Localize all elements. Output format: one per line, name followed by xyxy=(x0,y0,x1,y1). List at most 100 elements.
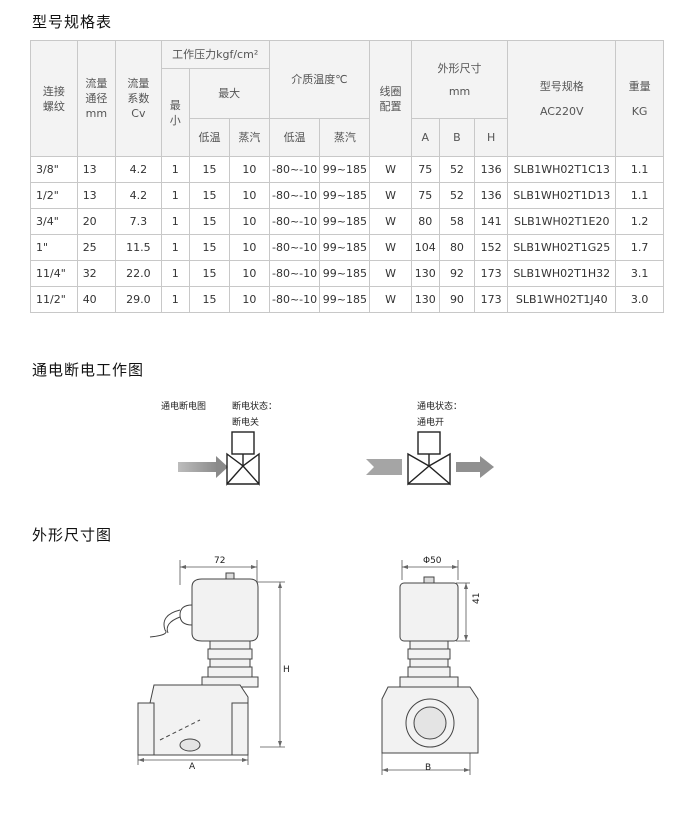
table-cell: -80~-10 xyxy=(268,208,321,235)
working-diagram-title: 通电断电工作图 xyxy=(32,361,145,379)
table-cell: 32 xyxy=(76,260,117,287)
table-cell: 3/8" xyxy=(30,156,78,183)
side-solenoid-icon xyxy=(399,576,459,688)
side-view-drawing xyxy=(381,560,479,775)
table-cell: 15 xyxy=(188,156,231,183)
side-body-icon xyxy=(381,686,479,754)
table-cell: 1.7 xyxy=(615,234,664,261)
solenoid-coil-icon xyxy=(231,431,255,466)
base-label-a: A xyxy=(189,762,196,772)
table-cell: 80 xyxy=(410,208,440,235)
table-cell: 1 xyxy=(160,182,190,209)
table-cell: 99~185 xyxy=(319,234,371,261)
table-cell: 10 xyxy=(229,234,270,261)
table-cell: 7.3 xyxy=(115,208,162,235)
off-caption: 通电断电图 xyxy=(161,402,207,412)
table-cell: 173 xyxy=(474,286,509,313)
table-cell: 92 xyxy=(438,260,476,287)
side-height-label: 41 xyxy=(472,592,482,604)
header-dim-a: A xyxy=(410,118,440,157)
on-state-label: 通电状态： xyxy=(417,402,463,412)
table-cell: 1.1 xyxy=(615,182,664,209)
table-cell: W xyxy=(369,182,412,209)
table-cell: -80~-10 xyxy=(268,182,321,209)
table-cell: 1 xyxy=(160,260,190,287)
table-cell: 15 xyxy=(188,286,231,313)
header-coil: 线圈配置 xyxy=(369,40,412,157)
table-cell: -80~-10 xyxy=(268,286,321,313)
valve-on-diagram xyxy=(366,431,494,486)
table-cell: 90 xyxy=(438,286,476,313)
front-solenoid-icon xyxy=(149,572,259,688)
table-cell: 13 xyxy=(76,156,117,183)
table-cell: 99~185 xyxy=(319,286,371,313)
header-pressure-low: 低温 xyxy=(188,118,231,157)
front-body-icon xyxy=(137,684,249,756)
off-state-label: 断电状态： xyxy=(232,402,278,412)
dimensions-title: 外形尺寸图 xyxy=(32,526,113,544)
on-state-value: 通电开 xyxy=(417,418,445,428)
table-cell: 1 xyxy=(160,156,190,183)
table-cell: 104 xyxy=(410,234,440,261)
table-cell: -80~-10 xyxy=(268,156,321,183)
header-dim-h: H xyxy=(474,118,509,157)
table-cell: 11/2" xyxy=(30,286,78,313)
table-cell: 1.2 xyxy=(615,208,664,235)
table-cell: 52 xyxy=(438,156,476,183)
table-cell: -80~-10 xyxy=(268,260,321,287)
table-cell: SLB1WH02T1H32 xyxy=(507,260,617,287)
table-cell: -80~-10 xyxy=(268,234,321,261)
spec-table-title: 型号规格表 xyxy=(32,13,113,31)
side-dia-label: Φ50 xyxy=(423,556,442,566)
table-cell: 136 xyxy=(474,182,509,209)
table-cell: 99~185 xyxy=(319,260,371,287)
valve-body-icon xyxy=(407,452,451,486)
table-cell: 1" xyxy=(30,234,78,261)
header-pressure: 工作压力kgf/cm² xyxy=(160,40,270,69)
table-cell: 10 xyxy=(229,286,270,313)
table-cell: SLB1WH02T1G25 xyxy=(507,234,617,261)
table-cell: 1.1 xyxy=(615,156,664,183)
front-width-label: 72 xyxy=(214,556,226,566)
solenoid-coil-icon xyxy=(417,431,441,466)
table-cell: 141 xyxy=(474,208,509,235)
table-cell: 1/2" xyxy=(30,182,78,209)
table-cell: 4.2 xyxy=(115,156,162,183)
table-cell: 10 xyxy=(229,260,270,287)
height-label: H xyxy=(283,665,290,675)
table-cell: 52 xyxy=(438,182,476,209)
table-cell: 11.5 xyxy=(115,234,162,261)
flow-arrow-in xyxy=(178,456,228,478)
table-cell: SLB1WH02T1D13 xyxy=(507,182,617,209)
header-pressure-max: 最大 xyxy=(188,68,270,119)
table-cell: 22.0 xyxy=(115,260,162,287)
table-cell: 10 xyxy=(229,156,270,183)
header-pressure-steam: 蒸汽 xyxy=(229,118,270,157)
table-cell: 75 xyxy=(410,156,440,183)
table-cell: SLB1WH02T1C13 xyxy=(507,156,617,183)
off-state-value: 断电关 xyxy=(232,418,260,428)
table-cell: 1 xyxy=(160,208,190,235)
table-cell: 3.1 xyxy=(615,260,664,287)
table-cell: 15 xyxy=(188,182,231,209)
table-cell: 99~185 xyxy=(319,208,371,235)
table-cell: 10 xyxy=(229,182,270,209)
table-cell: W xyxy=(369,234,412,261)
table-cell: 1 xyxy=(160,286,190,313)
header-medium-low: 低温 xyxy=(268,118,321,157)
table-cell: 20 xyxy=(76,208,117,235)
table-cell: 99~185 xyxy=(319,182,371,209)
header-pressure-min: 最小 xyxy=(160,68,190,157)
valve-off-diagram xyxy=(178,431,260,486)
